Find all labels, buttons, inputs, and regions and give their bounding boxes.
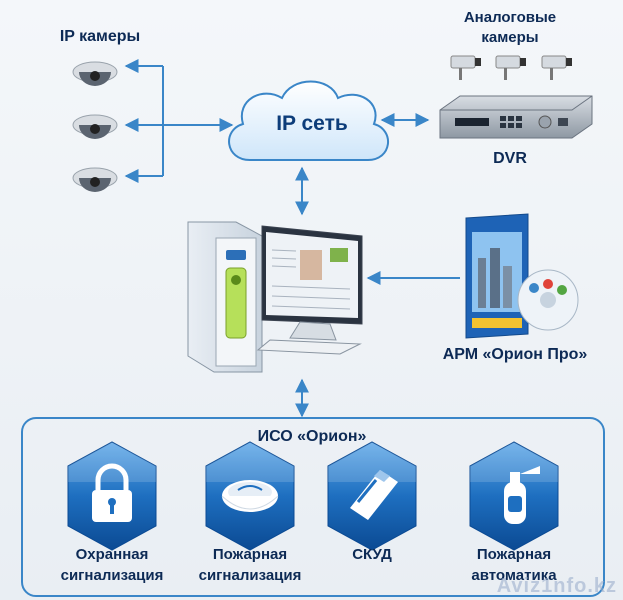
subsystem-tile-1 xyxy=(67,441,157,551)
iso-orion-panel xyxy=(21,417,605,597)
fire-extinguisher-icon xyxy=(504,466,540,524)
iso-orion-label: ИСО «Орион» xyxy=(257,428,367,445)
subsystem-label-2-line1: Пожарная xyxy=(212,546,288,563)
smoke-detector-icon xyxy=(221,480,279,512)
analog-camera-2 xyxy=(495,55,526,80)
ip-camera-2 xyxy=(72,114,118,139)
subsystem-label-1: Охранная сигнализация xyxy=(52,544,172,586)
orion-pro-software-box xyxy=(465,213,529,339)
subsystem-label-4-line1: Пожарная xyxy=(476,546,552,563)
ip-cameras-label: IP камеры xyxy=(59,28,141,45)
subsystem-label-2-line2: сигнализация xyxy=(198,567,302,584)
subsystem-label-3: СКУД xyxy=(312,544,432,565)
ip-network-label: IP сеть xyxy=(276,112,348,135)
ip-camera-3 xyxy=(72,167,118,192)
subsystem-label-4: Пожарная автоматика xyxy=(454,544,574,586)
ip-network-cloud xyxy=(228,80,390,161)
watermark: Aviz1nfo.kz xyxy=(496,575,617,597)
pc-tower xyxy=(187,221,263,373)
analog-cameras-line2: камеры xyxy=(481,29,539,46)
ip-camera-1 xyxy=(72,61,118,86)
arm-label: АРМ «Орион Про» xyxy=(442,346,588,363)
ip-camera-connectors xyxy=(124,59,234,183)
subsystem-label-4-line2: автоматика xyxy=(471,567,557,584)
subsystem-tile-3 xyxy=(327,441,417,551)
pc-monitor xyxy=(256,225,363,355)
subsystem-tile-4 xyxy=(469,441,559,551)
orion-pro-cd xyxy=(517,269,579,331)
subsystem-label-3-line1: СКУД xyxy=(352,546,392,563)
analog-camera-1 xyxy=(450,55,481,80)
dvr-label: DVR xyxy=(493,150,527,167)
subsystem-tile-2 xyxy=(205,441,295,551)
padlock-icon xyxy=(92,463,132,522)
analog-camera-3 xyxy=(541,55,572,80)
subsystem-label-1-line2: сигнализация xyxy=(60,567,164,584)
dvr-device xyxy=(439,95,593,139)
analog-cameras-label: Аналоговые камеры xyxy=(440,8,580,48)
subsystem-label-1-line1: Охранная xyxy=(75,546,149,563)
analog-cameras-line1: Аналоговые xyxy=(463,9,557,26)
access-card-icon xyxy=(350,470,398,520)
subsystem-label-2: Пожарная сигнализация xyxy=(190,544,310,586)
